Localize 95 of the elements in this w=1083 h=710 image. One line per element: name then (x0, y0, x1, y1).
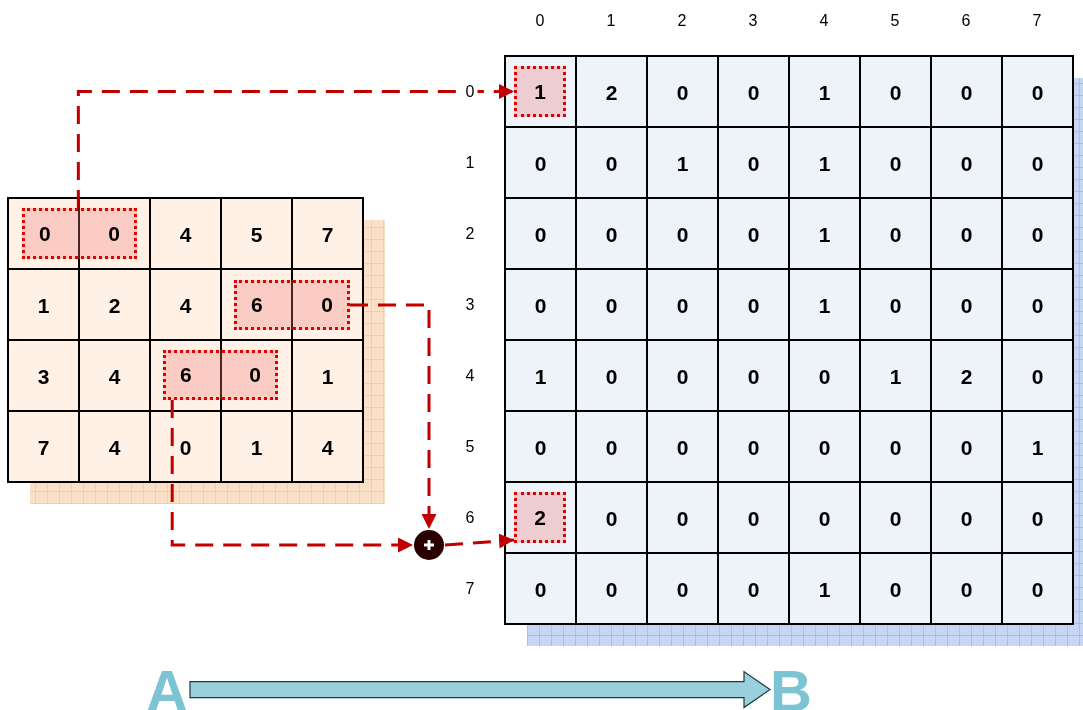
matrix-value: 1 (889, 365, 902, 386)
matrix-value: 0 (960, 294, 973, 315)
matrix-value: 0 (747, 152, 760, 173)
matrix-value: 0 (534, 223, 547, 244)
matrix-value: 0 (605, 294, 618, 315)
matrix-value: 0 (534, 436, 547, 457)
matrix-value: 0 (1031, 223, 1044, 244)
matrix-value: 0 (534, 294, 547, 315)
matrix-value: 0 (818, 436, 831, 457)
matrix-value: 1 (534, 365, 547, 386)
matrix-value: 0 (747, 294, 760, 315)
matrix-value: 0 (676, 436, 689, 457)
matrix-value: 0 (605, 507, 618, 528)
matrix-value: 0 (534, 578, 547, 599)
matrix-value: 1 (250, 436, 263, 457)
matrix-value: 0 (39, 221, 51, 246)
matrix-value: 0 (889, 294, 902, 315)
matrix-value: 1 (818, 294, 831, 315)
matrix-value: 0 (1031, 81, 1044, 102)
matrix-value: 0 (676, 365, 689, 386)
arrow (444, 533, 515, 549)
matrix-value: 0 (179, 436, 192, 457)
matrix-value: 0 (676, 81, 689, 102)
matrix-value: 0 (249, 363, 261, 387)
matrix-value: 7 (37, 436, 50, 457)
matrix-value: 4 (108, 365, 121, 386)
matrix-value: 0 (889, 223, 902, 244)
matrix-value: 0 (1031, 152, 1044, 173)
matrix-value: 0 (321, 293, 333, 317)
matrix-value: 4 (108, 436, 121, 457)
matrix-value: 1 (37, 294, 50, 315)
matrix-value: 0 (1031, 294, 1044, 315)
matrix-value: 0 (605, 436, 618, 457)
matrix-value: 0 (108, 221, 120, 246)
sum-circle (413, 529, 445, 561)
matrix-value: 2 (960, 365, 973, 386)
matrix-value: 0 (676, 223, 689, 244)
arrow (170, 400, 413, 553)
block-arrow (189, 670, 772, 709)
matrix-value: 0 (747, 81, 760, 102)
matrix-value: 1 (676, 152, 689, 173)
matrix-value: 0 (534, 152, 547, 173)
matrix-value: 0 (676, 507, 689, 528)
matrix-value: 0 (818, 365, 831, 386)
highlight-box (514, 66, 566, 117)
matrix-value: 0 (747, 223, 760, 244)
matrix-value: 0 (605, 578, 618, 599)
matrix-value: 3 (37, 365, 50, 386)
matrix-value: 1 (534, 79, 546, 104)
matrix-value: 0 (676, 294, 689, 315)
matrix-value: 4 (179, 294, 192, 315)
matrix-value: 1 (818, 81, 831, 102)
matrix-value: 0 (960, 152, 973, 173)
matrix-value: 0 (1031, 365, 1044, 386)
matrix-value: 0 (889, 81, 902, 102)
matrix-value: 0 (1031, 507, 1044, 528)
matrix-value: 0 (676, 578, 689, 599)
matrix-value: 0 (960, 578, 973, 599)
matrix-value: 0 (889, 436, 902, 457)
matrix-value: 0 (960, 436, 973, 457)
matrix-value: 0 (960, 507, 973, 528)
matrix-value: 0 (1031, 578, 1044, 599)
matrix-value: 6 (251, 293, 263, 317)
matrix-value: 7 (321, 223, 334, 244)
matrix-value: 0 (747, 436, 760, 457)
matrix-value: 2 (605, 81, 618, 102)
matrix-value: 0 (960, 223, 973, 244)
matrix-value: 1 (818, 152, 831, 173)
matrix-value: 2 (534, 505, 546, 530)
matrix-value: 5 (250, 223, 263, 244)
matrix-value: 0 (605, 365, 618, 386)
highlight-box (514, 492, 566, 543)
matrix-value: 2 (108, 294, 121, 315)
matrix-value: 6 (180, 363, 192, 387)
matrix-value: 1 (818, 223, 831, 244)
highlight-box (22, 208, 137, 259)
arrow (76, 84, 514, 208)
matrix-value: 0 (747, 365, 760, 386)
matrix-value: 0 (960, 81, 973, 102)
matrix-value: 0 (818, 507, 831, 528)
matrix-value: 1 (1031, 436, 1044, 457)
matrix-value: 1 (818, 578, 831, 599)
matrix-value: 1 (321, 365, 334, 386)
arrow (350, 303, 437, 529)
matrix-value: 0 (889, 507, 902, 528)
highlight-box (163, 350, 278, 400)
matrix-value: 4 (179, 223, 192, 244)
matrix-value: 0 (605, 223, 618, 244)
matrix-value: 0 (747, 507, 760, 528)
matrix-value: 0 (747, 578, 760, 599)
matrix-value: 4 (321, 436, 334, 457)
matrix-value: 0 (605, 152, 618, 173)
highlight-box (234, 280, 350, 330)
matrix-value: 0 (889, 152, 902, 173)
matrix-value: 0 (889, 578, 902, 599)
